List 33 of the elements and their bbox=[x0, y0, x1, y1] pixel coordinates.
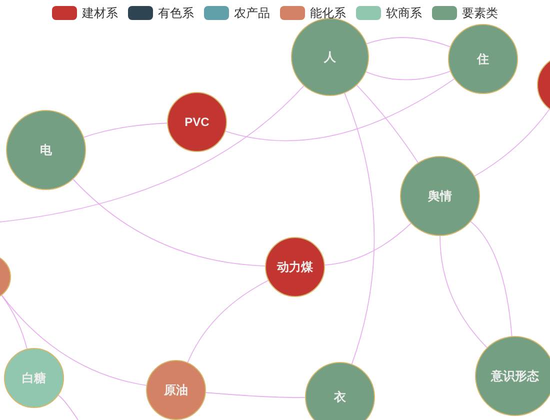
legend-label: 软商系 bbox=[386, 5, 422, 22]
connector-line bbox=[225, 78, 455, 142]
legend-label: 建材系 bbox=[82, 5, 118, 22]
legend-label: 农产品 bbox=[234, 5, 270, 22]
node-label: PVC bbox=[184, 114, 210, 131]
node-label: 电 bbox=[40, 142, 52, 159]
node-label: 意识形态 bbox=[491, 368, 539, 385]
connector-line bbox=[0, 85, 304, 222]
connector-line bbox=[366, 70, 451, 80]
connector-line bbox=[84, 122, 168, 138]
node-label: 白糖 bbox=[22, 370, 46, 387]
connector-line bbox=[440, 236, 488, 348]
connector-line bbox=[187, 280, 269, 363]
node-label: 动力煤 bbox=[277, 259, 313, 276]
node-label: 人 bbox=[324, 49, 336, 66]
connector-line bbox=[366, 37, 451, 48]
node-label: 住 bbox=[477, 51, 489, 68]
connector-line bbox=[470, 221, 512, 337]
connector-line bbox=[1, 295, 28, 350]
legend-label: 能化系 bbox=[310, 5, 346, 22]
connector-line bbox=[205, 392, 306, 398]
connector-line bbox=[72, 178, 266, 266]
legend-label: 有色系 bbox=[158, 5, 194, 22]
node-label: 衣 bbox=[334, 389, 346, 406]
node-label: 原油 bbox=[164, 382, 188, 399]
legend-label: 要素类 bbox=[462, 5, 498, 22]
connector-line bbox=[58, 394, 78, 420]
connector-line bbox=[1, 294, 147, 386]
connector-line bbox=[324, 223, 412, 266]
connector-line bbox=[474, 108, 550, 176]
node-label: 舆情 bbox=[428, 188, 452, 205]
connector-line bbox=[344, 92, 375, 364]
connector-line bbox=[356, 84, 418, 163]
